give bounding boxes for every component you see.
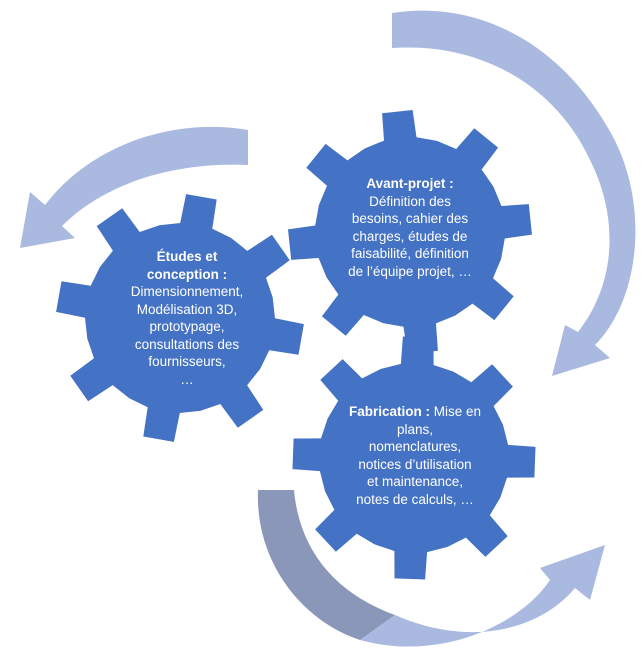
avant-projet-line: de l’équipe projet, …	[348, 263, 472, 279]
gear-text-avant-projet: Avant-projet : Définition des besoins, c…	[325, 175, 495, 280]
fabrication-title: Fabrication :	[348, 404, 430, 419]
fabrication-line: notices d’utilisation	[358, 456, 472, 472]
etudes-line: prototypage,	[149, 319, 225, 334]
arrow-bottom-light	[360, 545, 605, 647]
etudes-line: consultations des	[134, 336, 240, 352]
etudes-line: fournisseurs,	[148, 354, 226, 369]
gear-etudes	[56, 194, 304, 442]
gear-text-fabrication: Fabrication : Mise en plans, nomenclatur…	[335, 403, 495, 508]
gear-fabrication	[292, 336, 536, 580]
fabrication-line: et maintenance,	[366, 474, 464, 489]
avant-projet-line: Définition des	[369, 193, 451, 209]
avant-projet-line: charges, études de	[352, 228, 468, 244]
etudes-line: Dimensionnement,	[130, 284, 244, 299]
fabrication-line: Mise en	[433, 404, 482, 419]
fabrication-line: plans,	[396, 421, 434, 437]
avant-projet-title: Avant-projet :	[366, 176, 454, 191]
arrow-top-right	[392, 10, 636, 376]
gear-avant-projet	[288, 110, 532, 354]
fabrication-line: notes de calculs, …	[356, 491, 474, 507]
etudes-title-1: Études et	[156, 249, 218, 264]
gear-text-etudes: Études et conception : Dimensionnement, …	[92, 248, 282, 388]
avant-projet-line: besoins, cahier des	[351, 211, 469, 226]
fabrication-line: nomenclatures,	[368, 439, 462, 454]
etudes-title-2: conception :	[146, 266, 228, 282]
etudes-line: …	[180, 371, 194, 387]
arrow-top-left	[20, 126, 248, 248]
avant-projet-line: faisabilité, définition	[351, 246, 469, 261]
etudes-line: Modélisation 3D,	[136, 301, 238, 317]
arrow-bottom-dark	[257, 490, 395, 640]
